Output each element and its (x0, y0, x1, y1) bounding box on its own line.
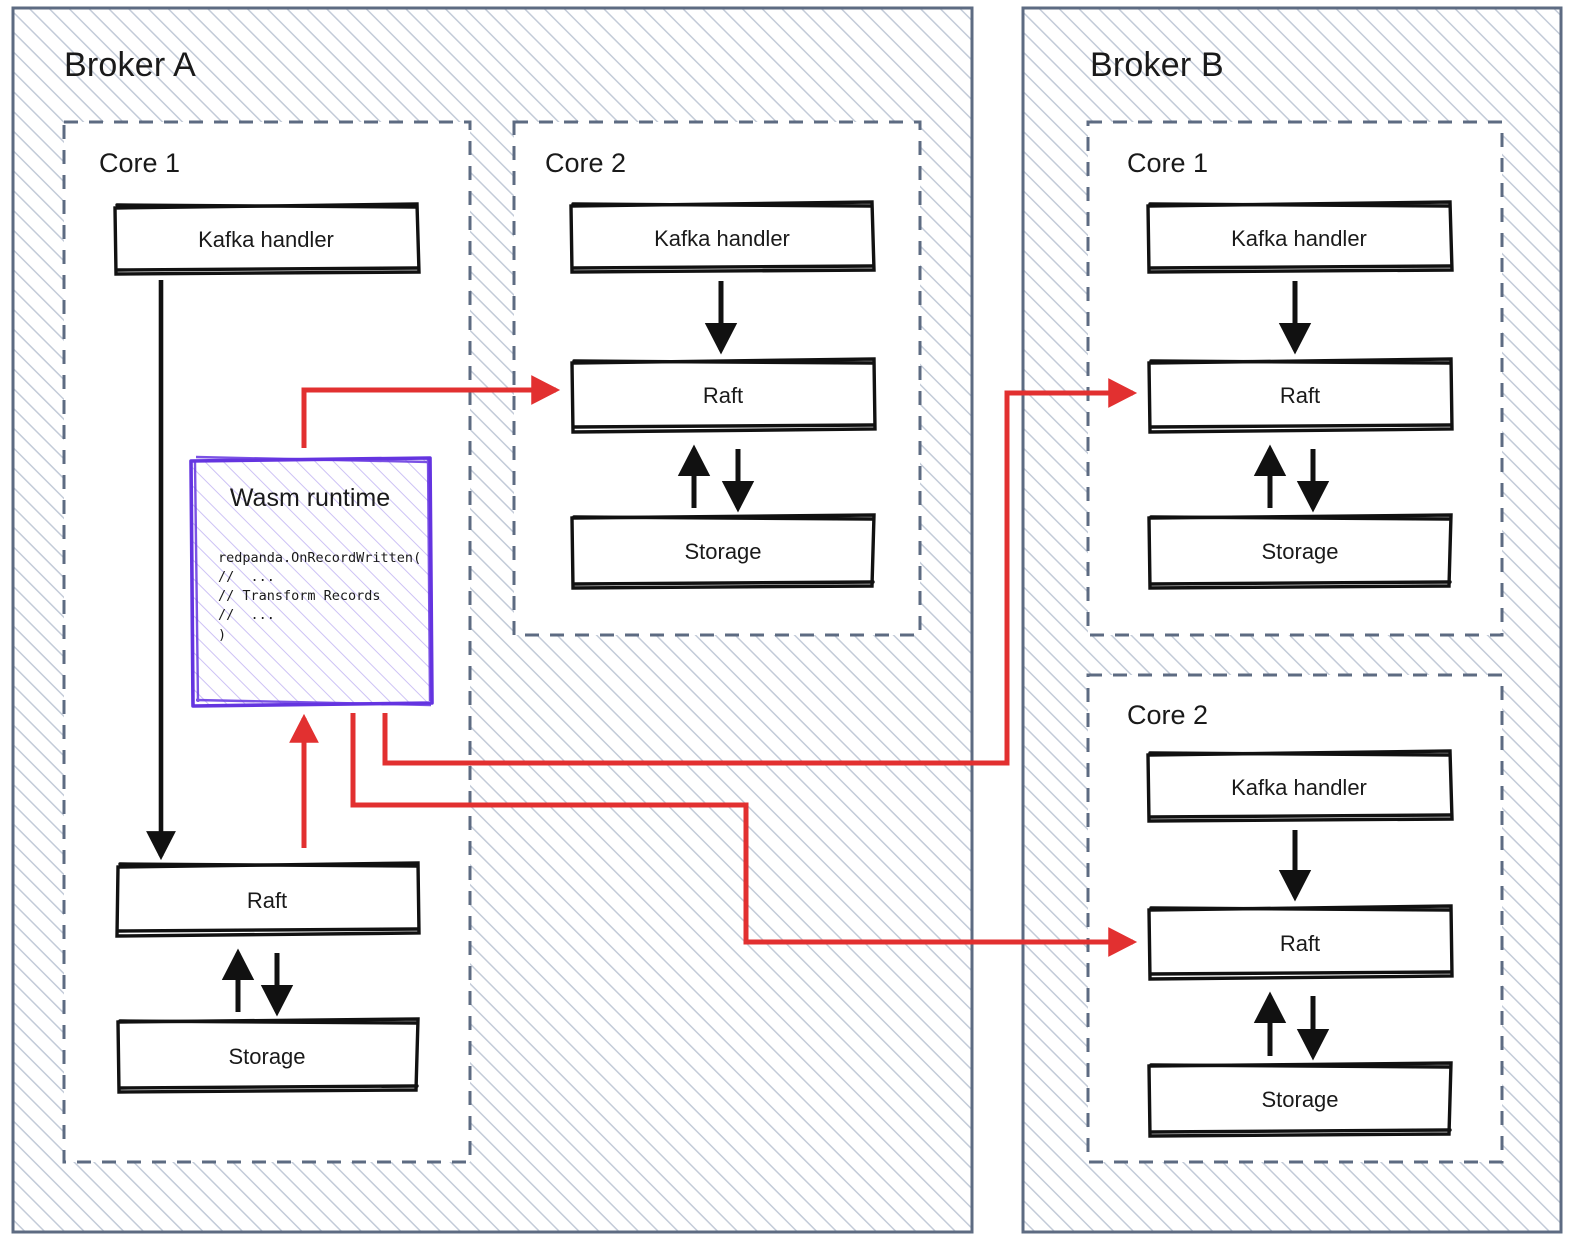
broker-a-core-2-raft-label: Raft (702, 383, 744, 408)
broker-b-core-2-raft-label: Raft (1279, 931, 1321, 956)
broker-a-core-1-kafka-handler-box (113, 202, 421, 276)
broker-a-title: Broker A (64, 46, 196, 84)
broker-b-core-1-title: Core 1 (1127, 148, 1209, 178)
broker-a-core-1-raft-label: Raft (246, 888, 288, 913)
arrow-wasm-to-b1-raft (382, 378, 1138, 766)
broker-a-core-2-kafka-handler-label: Kafka handler (654, 226, 790, 251)
broker-a-core-2-kafka-handler-box (569, 200, 876, 274)
arrow-wasm-to-b2-raft (350, 713, 1138, 957)
wasm-runtime-box (189, 455, 434, 708)
broker-b-core-1-storage-box (1147, 513, 1453, 590)
broker-a-core-1-storage-label: Storage (228, 1044, 306, 1069)
broker-a-core-2-raft-box (570, 357, 877, 434)
broker-b-core-1-kafka-handler-label: Kafka handler (1231, 226, 1367, 251)
broker-a-core-2-title: Core 2 (545, 148, 627, 178)
broker-b-core-1-kafka-handler-box (1146, 200, 1454, 274)
broker-a-core-1-storage-box (116, 1017, 420, 1094)
broker-b-core-1-storage-label: Storage (1261, 539, 1339, 564)
broker-a-core-1-raft-box (115, 861, 421, 938)
broker-b-core-1-raft-box (1147, 357, 1454, 434)
wasm-runtime-title: Wasm runtime (229, 484, 391, 512)
arrow-wasm-to-a2-raft (301, 375, 561, 448)
broker-a-core-1-title: Core 1 (99, 148, 181, 178)
broker-b-core-2-storage-label: Storage (1261, 1087, 1339, 1112)
broker-a-core-2-storage-label: Storage (684, 539, 762, 564)
broker-b-core-2-storage-box (1147, 1061, 1453, 1138)
broker-a-core-2-storage-box (570, 513, 876, 590)
broker-a-core-1-kafka-handler-label: Kafka handler (198, 227, 334, 252)
broker-b-core-2-kafka-handler-box (1146, 749, 1454, 823)
broker-b-core-2-title: Core 2 (1127, 700, 1209, 730)
broker-b-title: Broker B (1090, 46, 1224, 84)
broker-b-core-1-raft-label: Raft (1279, 383, 1321, 408)
wasm-runtime-code: redpanda.OnRecordWritten( // ... // Tran… (218, 550, 422, 643)
broker-b-core-2-kafka-handler-label: Kafka handler (1231, 775, 1367, 800)
broker-b-core-2-raft-box (1147, 904, 1454, 981)
